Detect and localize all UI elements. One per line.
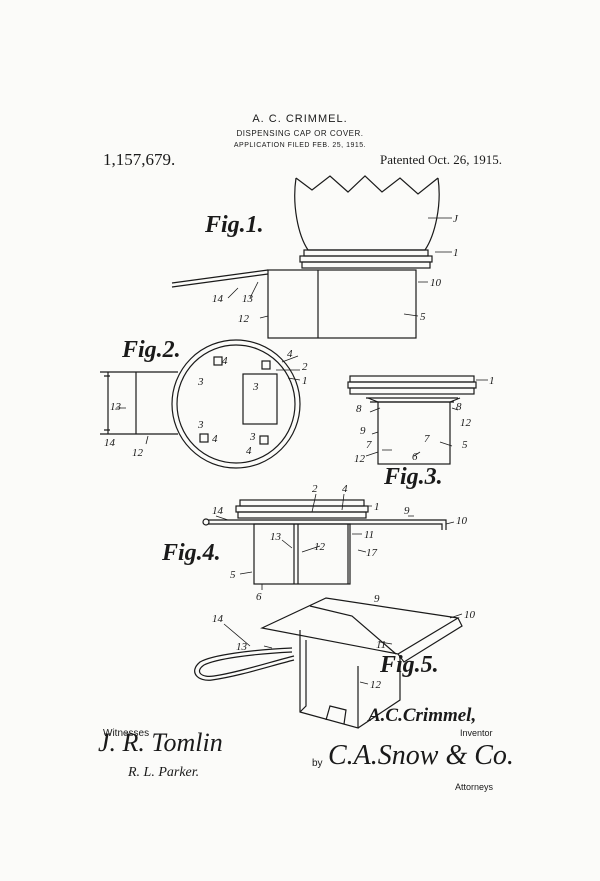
ref-3-6: 6 [412, 451, 418, 463]
ref-3-5: 5 [462, 439, 468, 451]
ref-2-2: 2 [302, 361, 308, 373]
ref-2-14: 14 [104, 437, 116, 449]
ref-5-12: 12 [370, 679, 382, 691]
ref-2-3d: 3 [249, 431, 256, 443]
ref-1-5: 5 [420, 311, 426, 323]
fig-5-label: Fig.5. [379, 652, 439, 678]
ref-3-7b: 7 [424, 433, 430, 445]
ref-4-12: 12 [314, 541, 326, 553]
witness-signature-1: J. R. Tomlin [98, 728, 223, 757]
ref-5-9: 9 [374, 593, 380, 605]
ref-2-4a: 4 [222, 355, 228, 367]
figure-2: Fig.2. 4 4 2 3 3 1 13 14 12 3 4 3 4 [100, 337, 308, 469]
ref-4-13: 13 [270, 531, 282, 543]
ref-5-10: 10 [464, 609, 476, 621]
ref-4-14: 14 [212, 505, 224, 517]
inventor-signature: A.C.Crimmel, [368, 705, 477, 726]
fig-3-label: Fig.3. [383, 464, 443, 490]
figure-1: Fig.1. J 1 10 14 13 12 5 [171, 175, 459, 339]
inventor-name: A. C. CRIMMEL. [252, 113, 348, 125]
ref-5-14: 14 [212, 613, 224, 625]
patent-title: DISPENSING CAP OR COVER. [236, 129, 364, 138]
ref-2-4d: 4 [246, 445, 252, 457]
fig-1-label: Fig.1. [204, 212, 264, 238]
ref-4-4: 4 [342, 483, 348, 495]
ref-1-12: 12 [238, 313, 250, 325]
fig-4-label: Fig.4. [161, 540, 221, 566]
ref-4-1: 1 [374, 501, 380, 513]
ref-2-1: 1 [302, 375, 308, 387]
ref-5-11: 11 [376, 639, 386, 651]
ref-1-J: J [453, 213, 459, 225]
ref-4-10: 10 [456, 515, 468, 527]
witnesses-label: Witnesses [103, 728, 150, 739]
ref-2-4c: 4 [212, 433, 218, 445]
ref-3-1: 1 [489, 375, 495, 387]
attorneys-label: Attorneys [455, 782, 494, 792]
ref-2-12: 12 [132, 447, 144, 459]
ref-1-14: 14 [212, 293, 224, 305]
ref-2-3c: 3 [197, 419, 204, 431]
patent-date: Patented Oct. 26, 1915. [380, 152, 503, 167]
figure-5: Fig.5. 9 10 14 13 11 12 [194, 593, 476, 729]
figure-3: Fig.3. 1 8 8 9 12 7 7 5 12 6 [347, 375, 495, 490]
ref-2-3a: 3 [197, 376, 204, 388]
ref-3-8b: 8 [456, 401, 462, 413]
ref-2-13: 13 [110, 401, 122, 413]
inventor-label: Inventor [460, 728, 493, 738]
application-filed: APPLICATION FILED FEB. 25, 1915. [233, 142, 367, 149]
figure-4: Fig.4. 14 2 4 1 9 10 13 12 11 17 5 6 [161, 483, 468, 603]
ref-4-17: 17 [366, 547, 378, 559]
attorney-signature: C.A.Snow & Co. [328, 740, 514, 771]
by-label: by [312, 758, 323, 769]
ref-4-2: 2 [312, 483, 318, 495]
ref-1-10: 10 [430, 277, 442, 289]
ref-4-5: 5 [230, 569, 236, 581]
ref-2-4b: 4 [287, 348, 293, 360]
ref-2-3b: 3 [252, 381, 259, 393]
ref-1-1: 1 [453, 247, 459, 259]
ref-4-11: 11 [364, 529, 374, 541]
ref-3-12b: 12 [354, 453, 366, 465]
ref-4-6: 6 [256, 591, 262, 603]
ref-3-9: 9 [360, 425, 366, 437]
fig-2-label: Fig.2. [121, 337, 181, 363]
patent-number: 1,157,679. [103, 150, 176, 169]
witness-signature-2: R. L. Parker. [128, 765, 200, 780]
ref-3-7a: 7 [366, 439, 372, 451]
ref-5-13: 13 [236, 641, 248, 653]
ref-4-9: 9 [404, 505, 410, 517]
ref-3-12a: 12 [460, 417, 472, 429]
ref-3-8a: 8 [356, 403, 362, 415]
ref-1-13: 13 [242, 293, 254, 305]
